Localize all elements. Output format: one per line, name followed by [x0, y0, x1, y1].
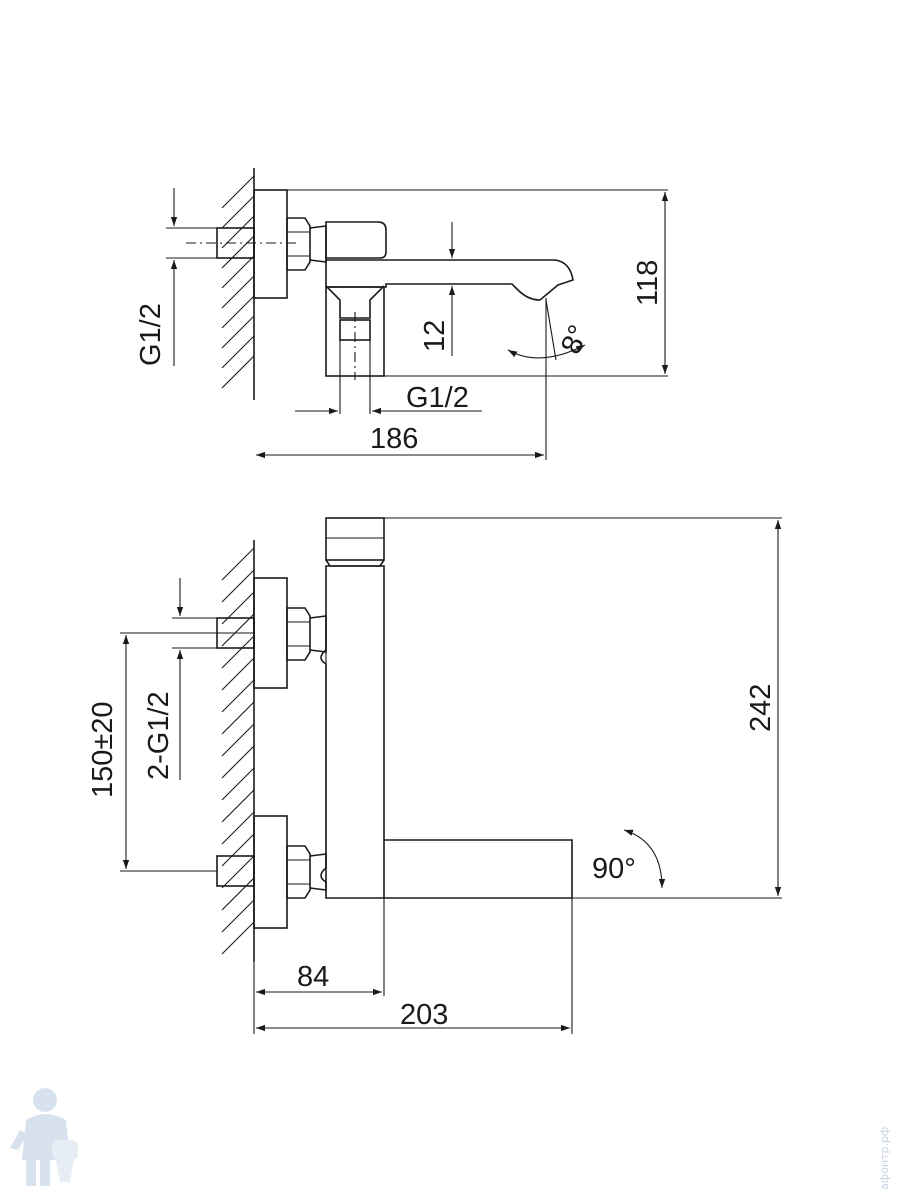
escutcheon-upper: [253, 577, 288, 689]
inlet-pipe-lower: [216, 855, 255, 887]
label-spout-angle-8: 8°: [555, 320, 596, 358]
wall-hatching-front: [221, 547, 255, 955]
label-height-242: 242: [745, 684, 777, 732]
connector-lower: [309, 853, 327, 891]
connector-upper: [309, 615, 327, 653]
label-offset-84: 84: [297, 961, 329, 993]
label-rotation-90: 90°: [592, 853, 636, 885]
rotation-arc-90: [623, 829, 666, 889]
watermark-text: афонтр.рф: [878, 1127, 891, 1190]
label-inlet-thread-top: G1/2: [135, 303, 167, 366]
connector-top: [309, 225, 327, 263]
nut-lower: [286, 845, 311, 899]
body-top: [325, 286, 385, 377]
handle-top: [325, 221, 387, 259]
label-length-203: 203: [400, 999, 448, 1031]
side-view: G1/2 118 12 8° G1/2 186: [135, 168, 669, 460]
spout-top: [325, 259, 574, 301]
mixer-body: [320, 565, 385, 899]
angle-arc-8: [507, 344, 586, 359]
front-view: 150±20 2-G1/2 242 90° 84 203: [87, 517, 782, 1034]
escutcheon-lower: [253, 815, 288, 929]
label-inlet-thread-front: 2-G1/2: [143, 691, 175, 780]
handle-cap: [325, 517, 385, 561]
spout-front: [384, 839, 573, 899]
wall-hatching-top: [221, 175, 255, 389]
label-outlet-thread: G1/2: [406, 382, 469, 414]
nut-top: [286, 217, 311, 271]
nut-upper: [286, 607, 311, 661]
label-inlet-spacing: 150±20: [87, 701, 119, 798]
label-spout-gap-12: 12: [419, 320, 451, 352]
escutcheon-top: [253, 189, 288, 299]
label-projection-186: 186: [370, 423, 418, 455]
handle-collar: [325, 559, 385, 567]
label-height-118: 118: [632, 260, 664, 306]
plumber-mascot-icon: [10, 1088, 78, 1186]
